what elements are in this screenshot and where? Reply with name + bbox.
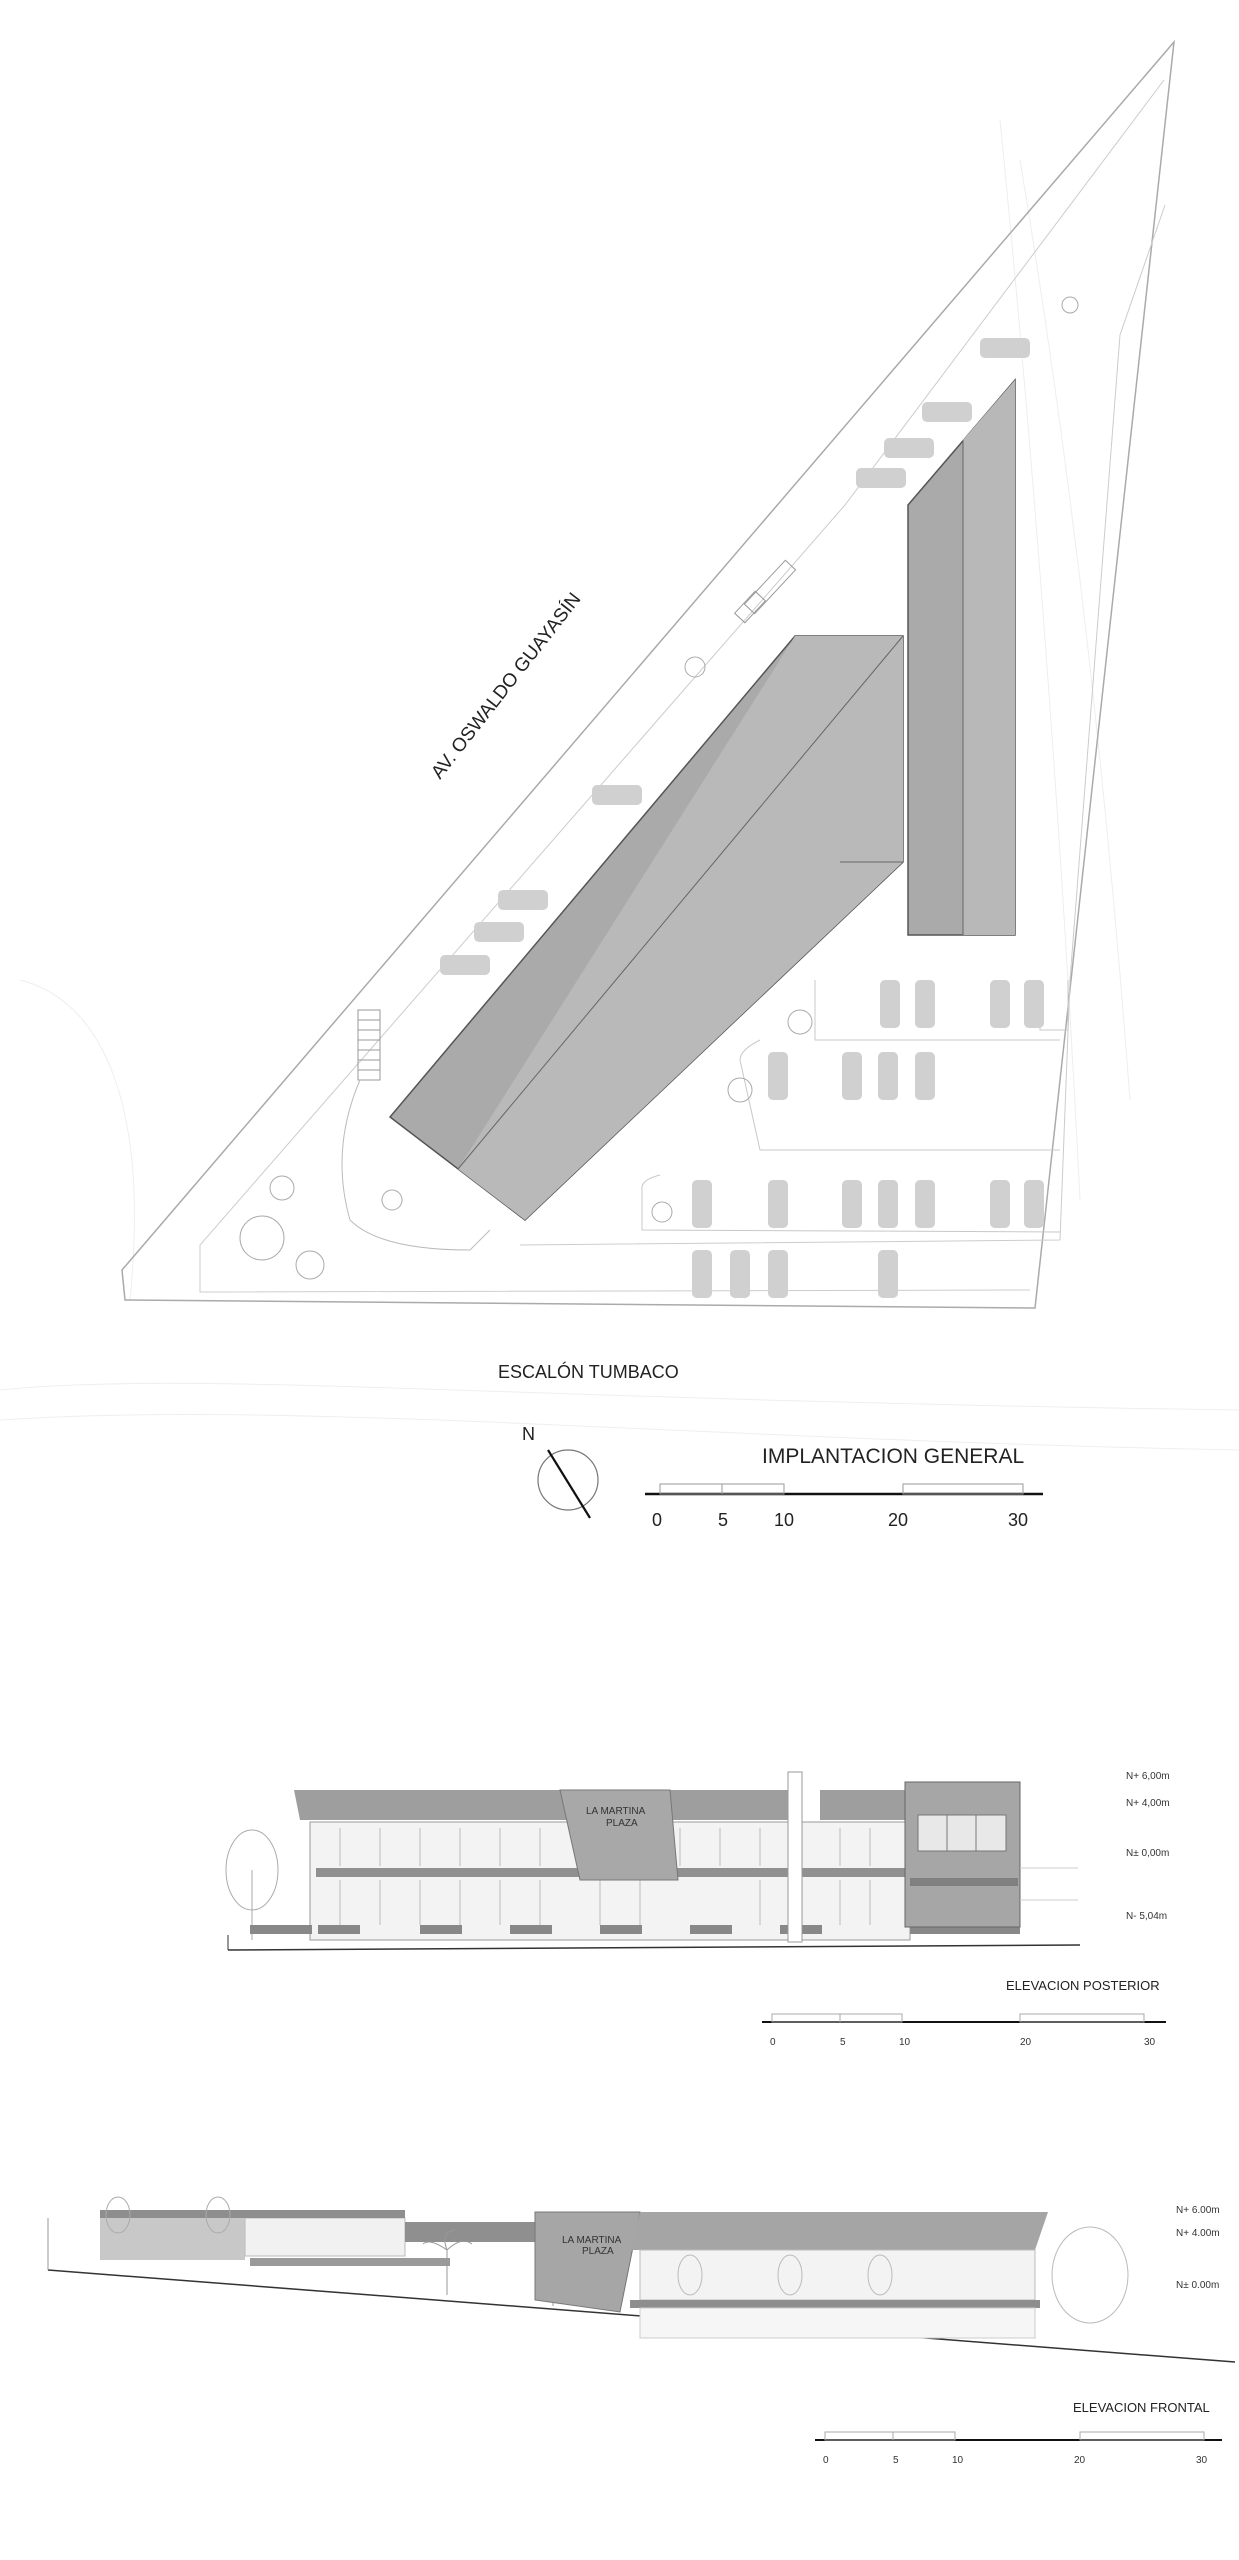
car	[498, 890, 548, 910]
car	[856, 468, 906, 488]
scale-tick: 5	[840, 2037, 846, 2048]
scale-tick: 5	[718, 1510, 728, 1530]
window-mullions	[339, 1828, 871, 1925]
car	[440, 955, 490, 975]
rear-title: ELEVACION POSTERIOR	[1006, 1978, 1160, 1993]
tree-icon	[295, 1250, 325, 1280]
front-elevation: LA MARTINA PLAZA N+ 6.00m N+ 4.00m N± 0.…	[47, 2196, 1236, 2466]
car	[878, 1052, 898, 1100]
front-scale-bar: 0 5 10 20 30	[815, 2431, 1222, 2466]
front-level: N+ 4.00m	[1176, 2228, 1220, 2239]
topographic-lines	[0, 119, 1239, 1451]
tree-icon	[381, 1189, 403, 1211]
car	[915, 980, 935, 1028]
right-block	[904, 1781, 1021, 1928]
front-level: N+ 6.00m	[1176, 2205, 1220, 2216]
rear-level: N+ 6,00m	[1126, 1771, 1170, 1782]
car	[878, 1250, 898, 1298]
scale-tick: 0	[770, 2037, 776, 2048]
front-title: ELEVACION FRONTAL	[1073, 2400, 1210, 2415]
scale-tick: 10	[774, 1510, 794, 1530]
access-path	[519, 204, 1166, 1246]
car	[842, 1052, 862, 1100]
kiosk	[733, 559, 797, 624]
scale-tick: 20	[888, 1510, 908, 1530]
car	[692, 1180, 712, 1228]
plan-trees	[239, 296, 1079, 1280]
car	[768, 1180, 788, 1228]
car	[878, 1180, 898, 1228]
scale-tick: 30	[1196, 2455, 1208, 2466]
front-sign-sub: PLAZA	[582, 2246, 614, 2257]
car	[990, 1180, 1010, 1228]
rear-level: N± 0,00m	[1126, 1848, 1169, 1859]
scale-tick: 20	[1074, 2455, 1086, 2466]
stairs	[357, 1009, 381, 1081]
scale-tick: 10	[899, 2037, 911, 2048]
parking-lanes	[641, 980, 1069, 1233]
car	[922, 402, 972, 422]
plan-scale-bar: 0 5 10 20 30	[645, 1483, 1043, 1530]
car	[842, 1180, 862, 1228]
scale-tick: 20	[1020, 2037, 1032, 2048]
front-sign-name: LA MARTINA	[562, 2235, 622, 2246]
parked-cars	[440, 338, 1044, 1298]
tree-icon	[105, 2196, 231, 2234]
car	[990, 980, 1010, 1028]
tree-icon	[684, 656, 706, 678]
tree-icon	[1061, 296, 1079, 314]
front-level: N± 0.00m	[1176, 2280, 1219, 2291]
car	[1024, 980, 1044, 1028]
tree-icon	[239, 1215, 285, 1261]
building-wing-vertical	[907, 377, 1016, 936]
tree-icon	[651, 1201, 673, 1223]
car	[474, 922, 524, 942]
tree-icon	[677, 2226, 1129, 2324]
tree-icon	[269, 1175, 295, 1201]
site-boundary	[121, 39, 1176, 1309]
rear-level: N+ 4,00m	[1126, 1798, 1170, 1809]
car	[692, 1250, 712, 1298]
sidewalk-line	[199, 79, 1165, 1293]
tree-icon	[787, 1009, 813, 1035]
sign-panel	[559, 1789, 679, 1881]
car	[730, 1250, 750, 1298]
street-label-main: AV. OSWALDO GUAYASÍN	[427, 589, 585, 783]
rear-sign-name: LA MARTINA	[586, 1806, 646, 1817]
rear-scale-bar: 0 5 10 20 30	[762, 2013, 1166, 2048]
car	[592, 785, 642, 805]
building-wing-diagonal	[388, 635, 904, 1221]
car	[768, 1250, 788, 1298]
car	[1024, 1180, 1044, 1228]
car	[768, 1052, 788, 1100]
scale-tick: 30	[1008, 1510, 1028, 1530]
scale-tick: 30	[1144, 2037, 1156, 2048]
garden-path	[341, 1079, 491, 1251]
north-label: N	[522, 1424, 535, 1444]
sign-panel	[534, 2211, 641, 2313]
rear-elevation: LA MARTINA PLAZA N+ 6,00m N+ 4,00m N± 0,…	[225, 1771, 1170, 2048]
plan-title: IMPLANTACION GENERAL	[762, 1445, 1024, 1468]
car	[915, 1052, 935, 1100]
street-label-bottom: ESCALÓN TUMBACO	[498, 1361, 679, 1382]
level-guide-lines	[1020, 1867, 1078, 1901]
north-arrow: N	[522, 1424, 599, 1519]
site-plan: AV. OSWALDO GUAYASÍN ESCALÓN TUMBACO N I…	[0, 39, 1239, 1530]
scale-tick: 0	[652, 1510, 662, 1530]
scale-tick: 10	[952, 2455, 964, 2466]
tree-icon	[727, 1077, 753, 1103]
rear-level: N- 5,04m	[1126, 1911, 1167, 1922]
car	[915, 1180, 935, 1228]
tree-icon	[225, 1829, 279, 1940]
car	[884, 438, 934, 458]
scale-tick: 0	[823, 2455, 829, 2466]
rear-sign-sub: PLAZA	[606, 1818, 638, 1829]
car	[980, 338, 1030, 358]
car	[880, 980, 900, 1028]
scale-tick: 5	[893, 2455, 899, 2466]
